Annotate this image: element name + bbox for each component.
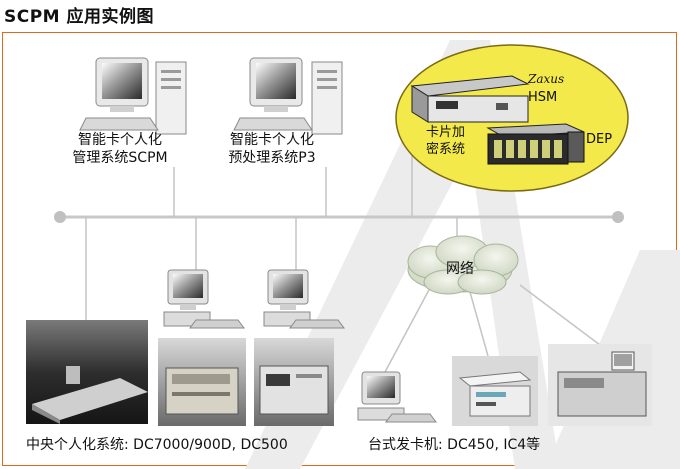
dc500-machine-photo [254, 338, 334, 426]
p3-label-line1: 智能卡个人化 [230, 132, 314, 148]
terminal-1-icon [163, 269, 245, 329]
scpm-label-line2: 管理系统SCPM [72, 150, 168, 166]
p3-label: 智能卡个人化 预处理系统P3 [207, 131, 337, 167]
scpm-label: 智能卡个人化 管理系统SCPM [55, 131, 185, 167]
encryption-label-line1: 卡片加 [426, 125, 466, 140]
encryption-label: 卡片加 密系统 [426, 124, 465, 158]
dc7000-machine-photo [158, 338, 246, 426]
hsm-label: HSM [528, 90, 558, 105]
dep-label: DEP [586, 132, 613, 147]
terminal-2-icon [263, 269, 345, 329]
workstation-p3-icon [233, 57, 343, 135]
dc450-machine-photo [452, 356, 538, 426]
desktop-issuer-caption: 台式发卡机: DC450, IC4等 [368, 437, 541, 453]
workstation-scpm-icon [79, 57, 187, 135]
encryption-label-line2: 密系统 [426, 142, 466, 157]
zaxus-label: Zaxus [528, 72, 565, 86]
page-title: SCPM 应用实例图 [4, 7, 155, 27]
network-bus [54, 211, 624, 223]
ic4-machine-photo [548, 344, 652, 426]
central-system-caption: 中央个人化系统: DC7000/900D, DC500 [26, 437, 288, 453]
network-label: 网络 [446, 261, 474, 277]
p3-label-line2: 预处理系统P3 [228, 150, 316, 166]
network-cloud-icon [407, 235, 519, 295]
diagram-frame [2, 32, 677, 466]
central-system-machine-photo [26, 320, 148, 424]
scpm-label-line1: 智能卡个人化 [78, 132, 162, 148]
encryption-system-group [395, 44, 629, 192]
terminal-3-icon [357, 371, 437, 423]
